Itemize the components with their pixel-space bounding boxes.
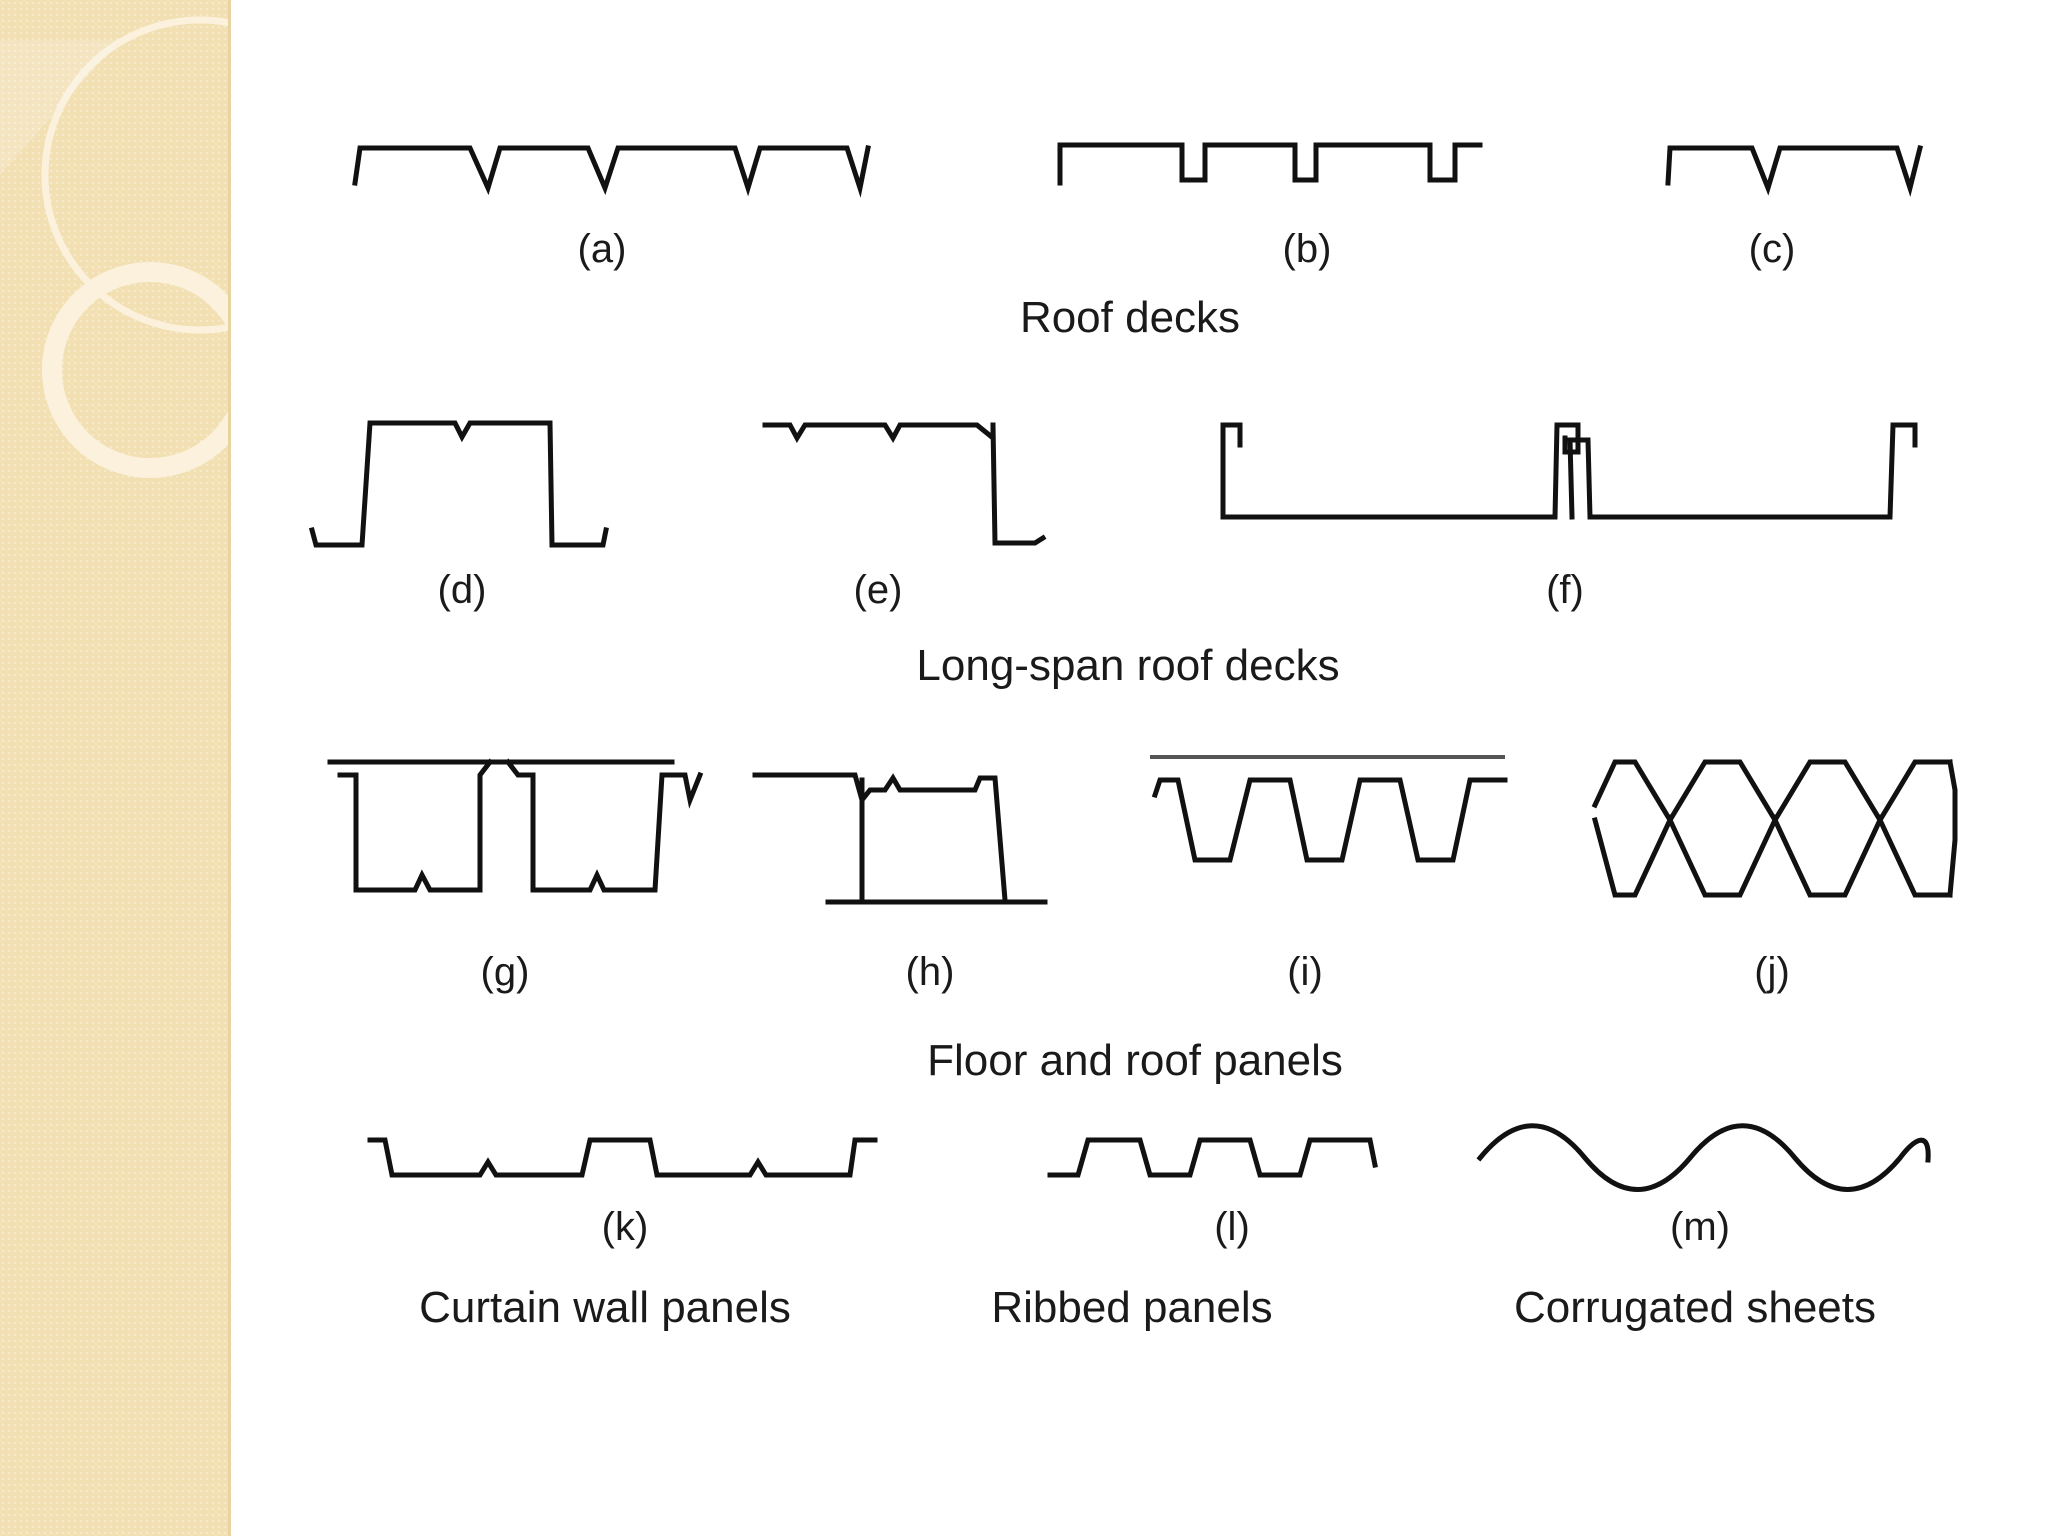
label-l: (l)	[1214, 1205, 1250, 1249]
label-f: (f)	[1546, 568, 1584, 612]
profile-c	[1665, 144, 1924, 198]
caption-curtain-wall-panels: Curtain wall panels	[419, 1283, 791, 1332]
label-g: (g)	[481, 950, 530, 994]
profile-g	[327, 758, 704, 893]
label-b: (b)	[1283, 227, 1332, 271]
profile-b	[1057, 142, 1483, 186]
profile-k	[367, 1137, 878, 1178]
decorative-sidebar	[0, 0, 231, 1536]
label-d: (d)	[438, 568, 487, 612]
label-e: (e)	[854, 568, 903, 612]
label-h: (h)	[906, 950, 955, 994]
label-m: (m)	[1670, 1205, 1730, 1249]
label-c: (c)	[1749, 227, 1796, 271]
profile-l	[1047, 1137, 1378, 1178]
caption-roof-decks: Roof decks	[1020, 293, 1240, 342]
profile-e	[762, 422, 1047, 546]
steel-deck-profiles-diagram: (a) (b) (c) Roof decks (d) (e) (f) Long-…	[308, 142, 1958, 1332]
profile-j	[1591, 759, 1958, 898]
label-k: (k)	[602, 1205, 649, 1249]
caption-long-span-roof-decks: Long-span roof decks	[916, 641, 1339, 690]
profile-a	[352, 145, 871, 198]
profile-i	[1150, 755, 1508, 863]
large-ring	[41, 16, 228, 334]
caption-corrugated-sheets: Corrugated sheets	[1514, 1283, 1876, 1332]
profile-f	[1220, 422, 1918, 520]
caption-ribbed-panels: Ribbed panels	[991, 1283, 1272, 1332]
caption-floor-and-roof-panels: Floor and roof panels	[927, 1036, 1343, 1085]
label-i: (i)	[1287, 950, 1323, 994]
label-a: (a)	[578, 227, 627, 271]
ring-highlight	[0, 40, 120, 175]
profile-d	[308, 420, 609, 548]
label-j: (j)	[1754, 950, 1790, 994]
small-ring	[42, 262, 228, 478]
profile-h	[752, 772, 1048, 905]
decorative-rings	[0, 16, 228, 478]
profile-m	[1476, 1123, 1931, 1192]
